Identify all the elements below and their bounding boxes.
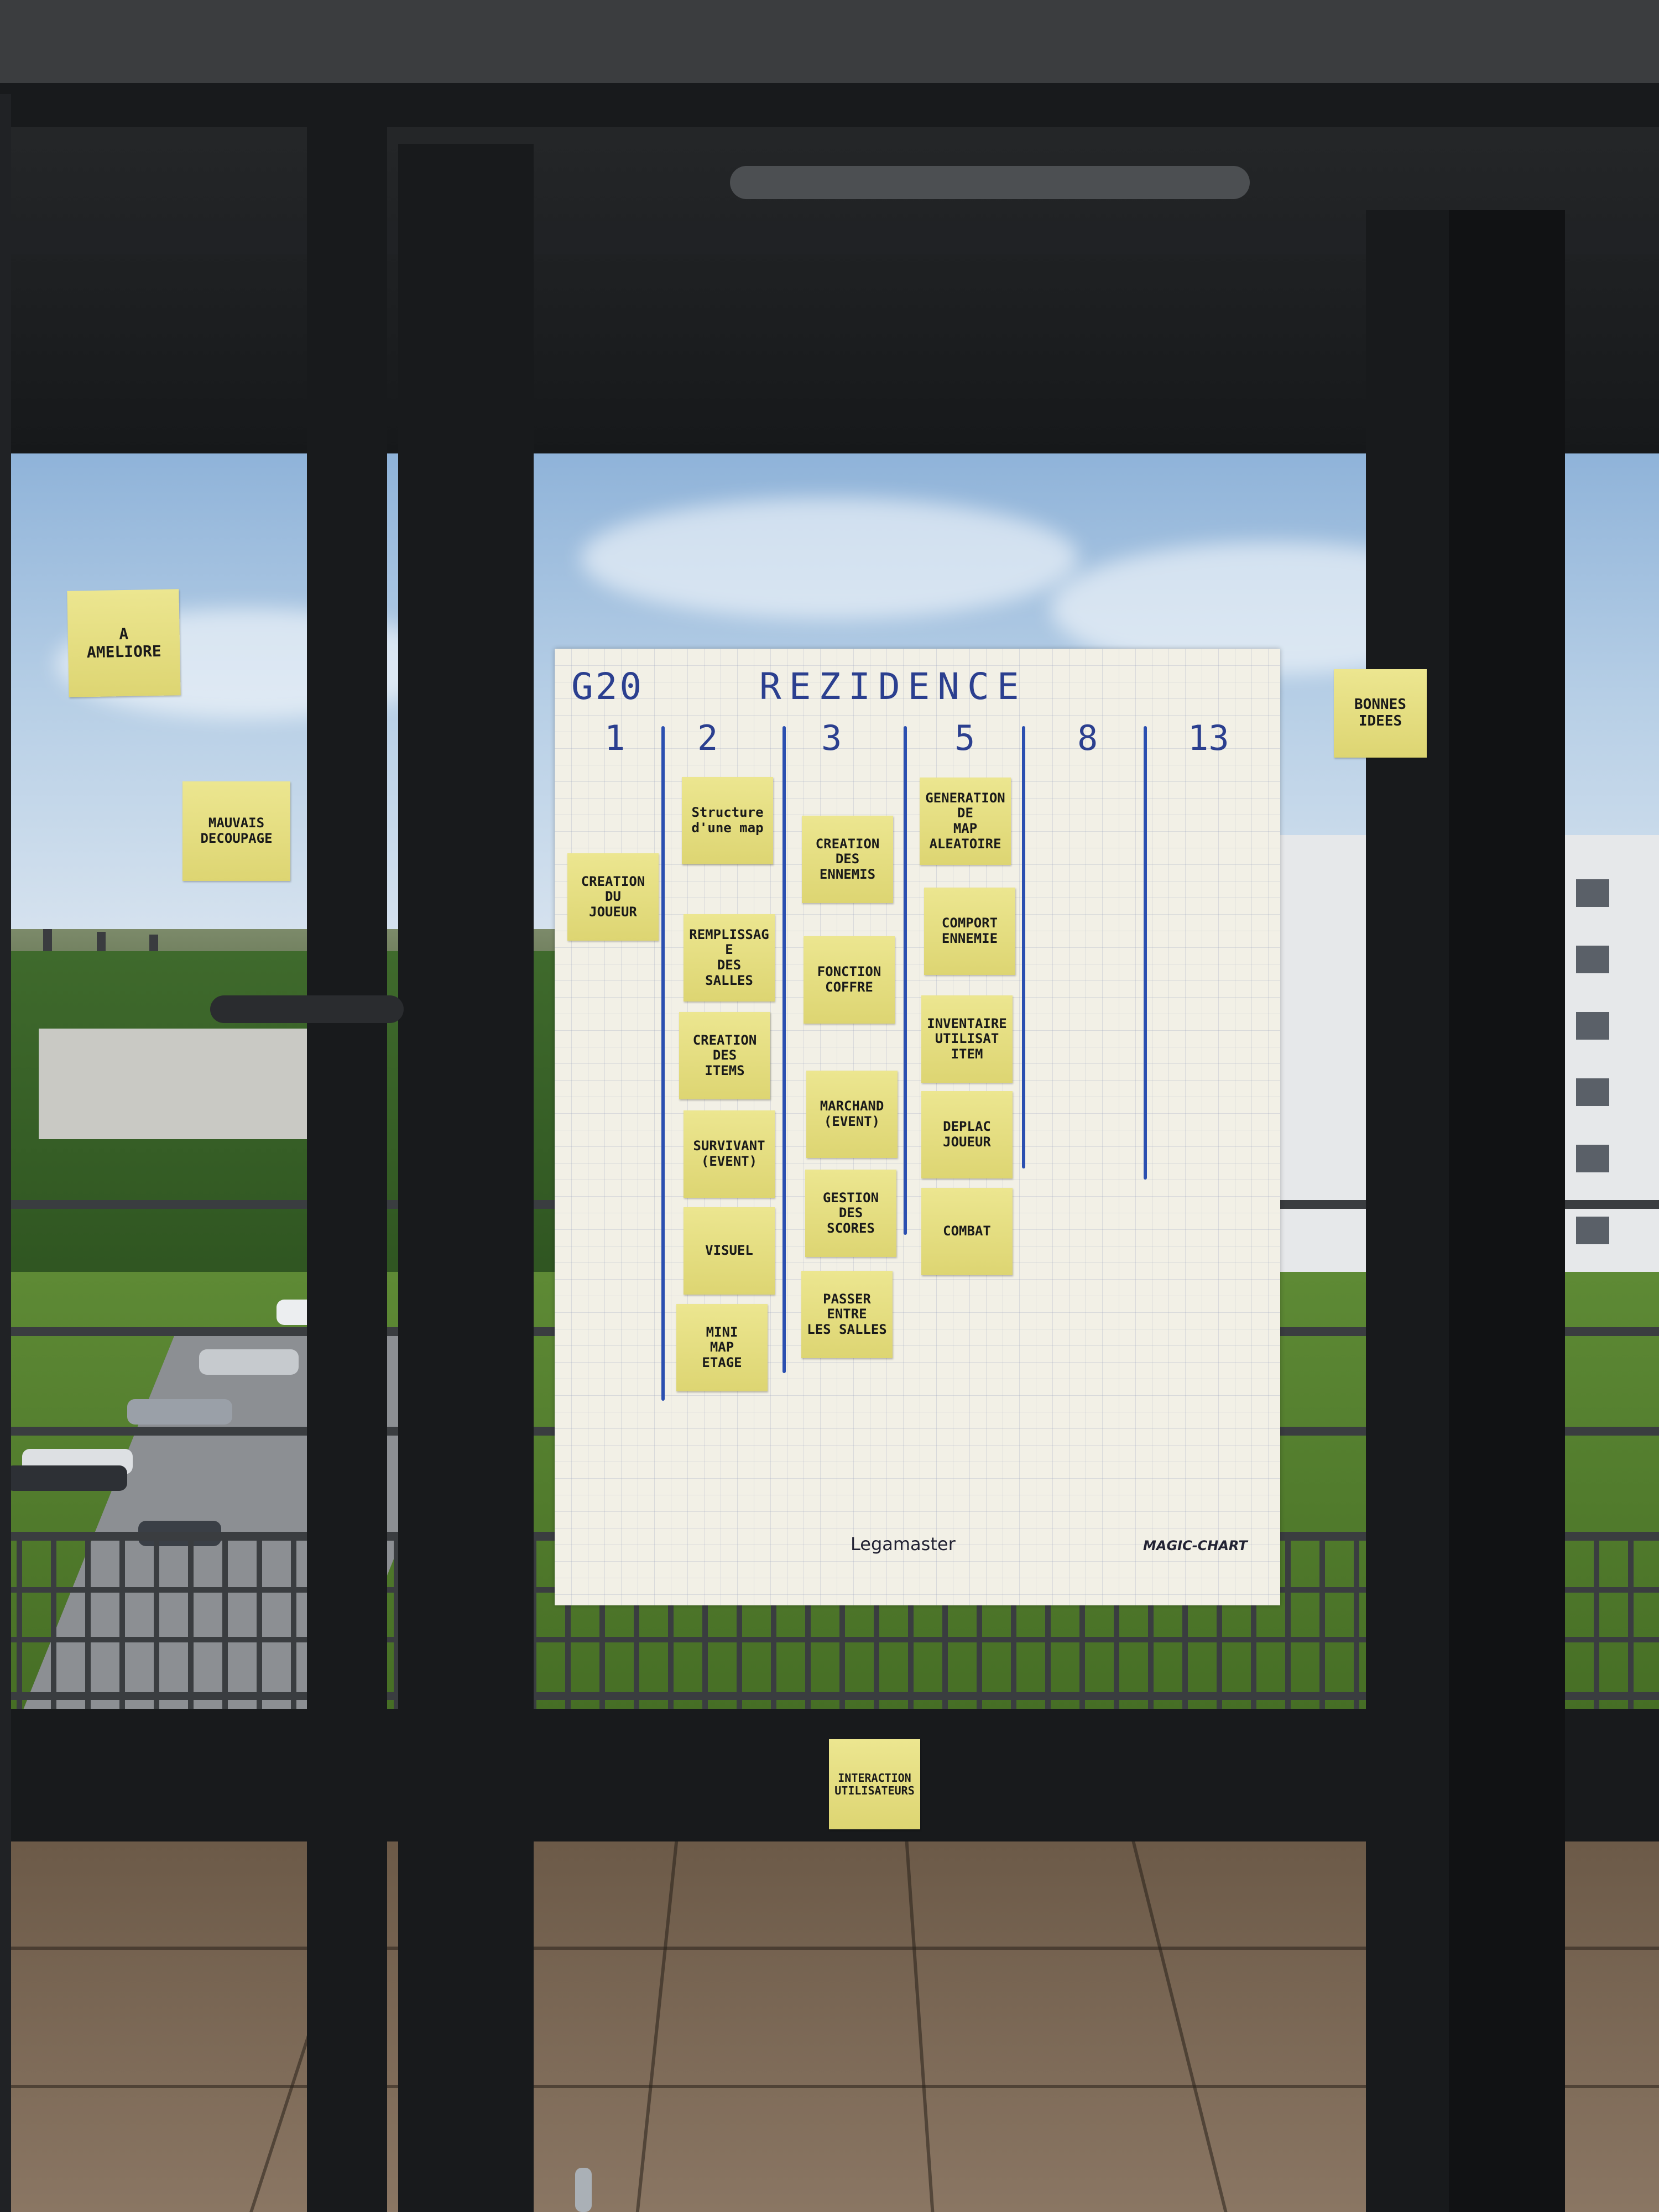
building-window [1576,879,1609,907]
railing-post [599,1532,605,1709]
column-header-13: 13 [1188,718,1229,758]
railing-post [1114,1532,1119,1709]
railing-post [634,1532,639,1709]
window-frame-mullion-inner [398,144,534,2212]
window-frame-mullion-far-right [1449,210,1565,2212]
tile-joint [0,1947,1659,1950]
sticky-note-inventaire-item: INVENTAIRE UTILISAT ITEM [921,995,1013,1083]
railing-post [1148,1532,1154,1709]
railing-post [17,1532,22,1709]
railing-bar [0,1637,1659,1642]
team-label: G20 [571,665,644,708]
window-frame-mullion-left [307,94,387,2212]
sticky-note-visuel: VISUEL [684,1207,775,1295]
railing-post [1079,1532,1085,1709]
railing-post [1182,1532,1188,1709]
column-divider [1144,726,1147,1180]
building-window [1576,946,1609,973]
sticky-note-comport-ennemie: COMPORT ENNEMIE [924,888,1015,975]
railing-post [222,1532,228,1709]
sticky-note-marchand-event: MARCHAND (EVENT) [806,1071,898,1158]
railing-post [1011,1532,1016,1709]
flipchart-sheet: G20 REZIDENCE 1 2 3 5 8 13 Legamaster MA… [555,649,1280,1605]
sticky-note-fonction-coffre: FONCTION COFFRE [804,936,895,1024]
column-divider [1022,726,1025,1168]
sticky-note-deplac-joueur: DEPLAC JOUEUR [921,1091,1013,1178]
sticky-note-gestion-scores: GESTION DES SCORES [805,1170,896,1257]
railing-post [1045,1532,1051,1709]
column-header-8: 8 [1077,718,1098,758]
brand-magic-chart: MAGIC-CHART [1143,1538,1248,1553]
sticky-note-combat: COMBAT [921,1188,1013,1275]
railing-post [805,1532,811,1709]
brand-legamaster: Legamaster [851,1533,956,1554]
window-frame-mullion-right [1366,210,1449,2212]
railing-post [119,1532,125,1709]
railing-post [85,1532,91,1709]
railing-post [668,1532,674,1709]
railing-post [1285,1532,1291,1709]
sticky-note-survivant-event: SURVIVANT (EVENT) [684,1110,775,1198]
window-frame-left-edge [0,94,11,2212]
railing-post [154,1532,159,1709]
column-header-5: 5 [954,718,975,758]
building-left [39,1029,315,1139]
parked-car [6,1465,127,1491]
sticky-note-mini-map-etage: MINI MAP ETAGE [676,1304,768,1391]
railing-post [942,1532,948,1709]
railing-post [257,1532,262,1709]
railing-post [771,1532,776,1709]
railing-post [1251,1532,1256,1709]
railing-post [1354,1532,1359,1709]
column-header-2: 2 [697,718,718,758]
sticky-note-creation-joueur: CREATION DU JOUEUR [567,853,659,941]
column-divider [904,726,907,1235]
wall-note-mauvais-decoupage: MAUVAIS DECOUPAGE [182,781,290,881]
railing-post [874,1532,879,1709]
column-header-3: 3 [821,718,842,758]
window-handle[interactable] [210,995,404,1023]
railing-post [1628,1532,1634,1709]
sticky-note-generation-map: GENERATION DE MAP ALEATOIRE [920,778,1011,865]
building-window [1576,1012,1609,1040]
column-divider [661,726,665,1401]
cloud [581,498,1078,619]
sticky-note-creation-items: CREATION DES ITEMS [679,1012,770,1099]
railing-post [531,1532,536,1709]
wall-note-bonnes-idees: BONNES IDEES [1334,669,1427,758]
railing-post [188,1532,194,1709]
sticky-note-passer-salles: PASSER ENTRE LES SALLES [801,1271,893,1358]
building-window [1576,1217,1609,1244]
railing-post [1594,1532,1599,1709]
railing-post [1319,1532,1325,1709]
railing-post [737,1532,742,1709]
railing-post [1217,1532,1222,1709]
sticky-note-structure-map: Structure d'une map [682,777,773,864]
tile-joint [0,2085,1659,2088]
column-header-1: 1 [604,718,625,758]
ceiling-light [730,166,1250,199]
parked-car [199,1349,299,1375]
railing-post [394,1532,399,1709]
column-divider [782,726,786,1373]
railing-post [51,1532,56,1709]
parked-car [127,1399,232,1425]
railing-post [565,1532,571,1709]
building-window [1576,1078,1609,1106]
sticky-note-creation-ennemis: CREATION DES ENNEMIS [802,816,893,903]
wall-note-a-ameliorer: A AMELIORE [67,589,181,697]
window-frame-top [0,83,1659,127]
railing-post [908,1532,914,1709]
sticky-note-remplissage-salles: REMPLISSAGE DES SALLES [684,914,775,1001]
wall-note-interaction-utilisateurs: INTERACTION UTILISATEURS [829,1739,920,1829]
building-window [1576,1145,1609,1172]
railing-post [839,1532,845,1709]
ceiling-strip [0,0,1659,83]
project-title: REZIDENCE [759,665,1027,708]
railing-post [291,1532,296,1709]
railing-post [702,1532,708,1709]
railing-post [977,1532,982,1709]
window-handle-lower[interactable] [575,2168,592,2212]
